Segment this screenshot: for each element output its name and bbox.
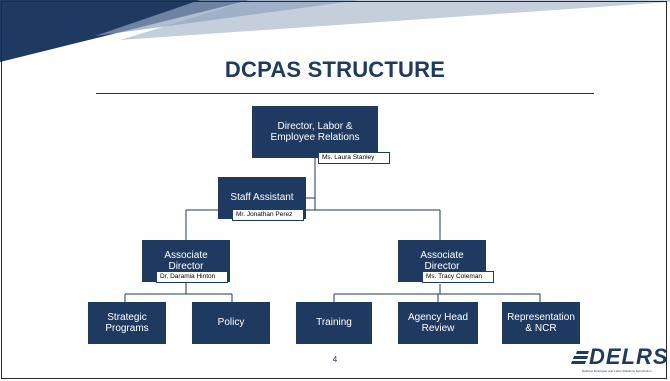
unit-policy-label: Policy <box>217 317 245 329</box>
page-number: 4 <box>332 355 338 364</box>
associate-director-left-name: Dr. Daramia Hinton <box>156 271 228 283</box>
banner-mid-shape <box>95 0 360 36</box>
unit-policy: Policy <box>192 302 270 344</box>
staff-assistant-name: Mr. Jonathan Perez <box>232 209 304 221</box>
unit-agency-head-review-label: Agency Head Review <box>407 311 469 335</box>
associate-director-right-name: Ms. Tracy Coleman <box>422 271 494 283</box>
staff-assistant-title: Staff Assistant <box>230 192 294 204</box>
unit-strategic-programs-label: Strategic Programs <box>105 311 149 335</box>
speed-bars-icon <box>571 351 589 364</box>
unit-strategic-programs: Strategic Programs <box>88 302 166 344</box>
delrs-logo: DELRS Defense Employee and Labor Relatio… <box>568 345 668 375</box>
unit-training: Training <box>296 302 372 344</box>
logo-tagline: Defense Employee and Labor Relations Sym… <box>582 369 652 373</box>
unit-representation-ncr: Representation & NCR <box>502 302 580 344</box>
director-box: Director, Labor & Employee Relations <box>252 106 378 158</box>
associate-director-left-title: Associate Director <box>164 249 208 273</box>
unit-training-label: Training <box>316 317 352 329</box>
director-name: Ms. Laura Stanley <box>318 152 390 164</box>
header-banner <box>0 0 670 62</box>
director-title: Director, Labor & Employee Relations <box>270 120 360 144</box>
unit-agency-head-review: Agency Head Review <box>398 302 478 344</box>
associate-director-right-title: Associate Director <box>420 249 464 273</box>
slide-title: DCPAS STRUCTURE <box>224 57 446 82</box>
unit-representation-ncr-label: Representation & NCR <box>507 311 575 335</box>
logo-text: DELRS <box>589 344 669 369</box>
title-rule <box>96 93 594 94</box>
